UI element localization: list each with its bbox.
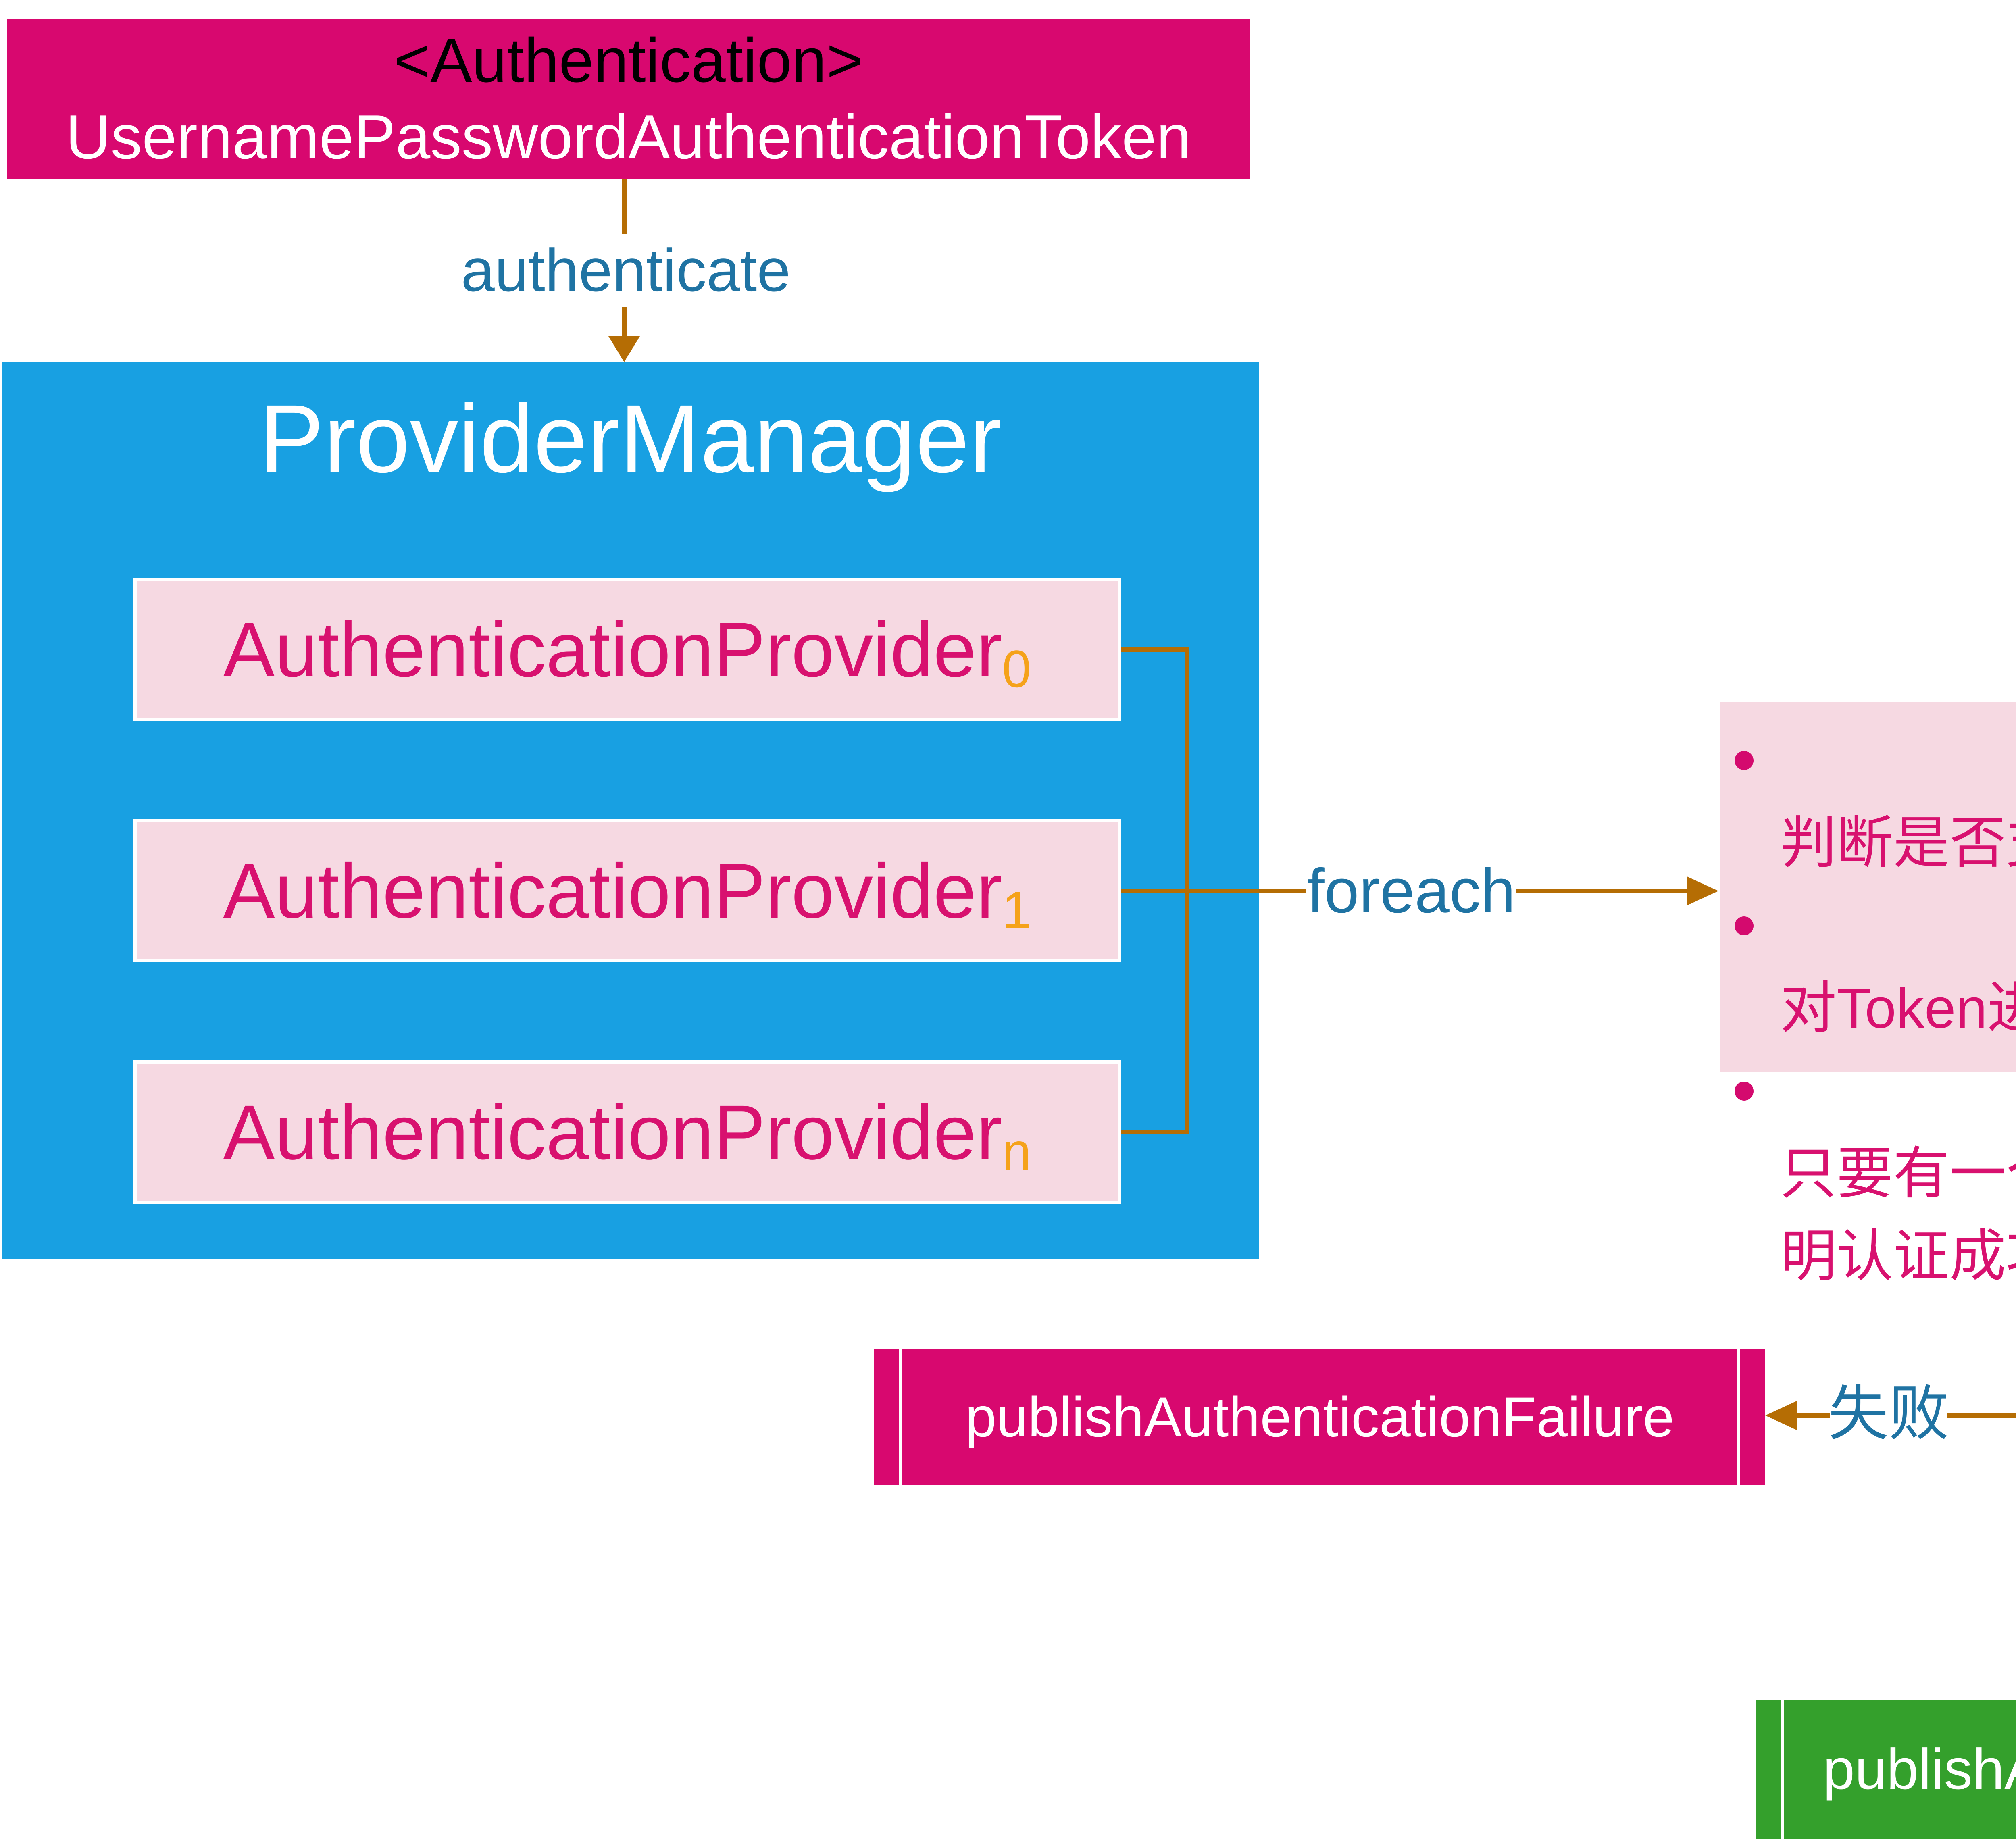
provider-subscript-label: 0: [1002, 639, 1031, 698]
arrowhead-down-icon: [608, 336, 640, 362]
authentication-token-box: <Authentication> UsernamePasswordAuthent…: [7, 19, 1250, 179]
failure-box-label: publishAuthenticationFailure: [965, 1385, 1674, 1449]
token-stereotype-label: <Authentication>: [394, 25, 863, 95]
provider-subscript-label: 1: [1002, 880, 1031, 939]
arrowhead-right-icon: [1687, 876, 1718, 905]
process-stripe: [1781, 1700, 1784, 1839]
token-class-name-label: UsernamePasswordAuthenticationToken: [65, 102, 1191, 172]
publish-authentication-failure-box: publishAuthenticationFailure: [874, 1349, 1765, 1485]
providern-connector-line: [1121, 1130, 1189, 1134]
provider1-connector-line: [1121, 889, 1306, 893]
provider-notes-box: 判断是否支持该Token类型 对Token进行认证 只要有一个Provider认…: [1720, 702, 2016, 1288]
authenticate-edge-line-lower: [622, 307, 627, 336]
provider-name-label: AuthenticationProvider: [223, 606, 1002, 693]
bullet-icon: [1735, 751, 1754, 770]
process-stripe: [899, 1349, 902, 1485]
failure-edge-label: 失败: [1828, 1380, 1949, 1447]
note-item: 对Token进行认证: [1720, 884, 2016, 1049]
provider-subscript-label: n: [1002, 1122, 1031, 1181]
publish-authentication-success-box: publishAuthenticationSuccess: [1756, 1700, 2016, 1839]
provider-manager-title: ProviderManager: [259, 385, 1002, 493]
provider-name-label: AuthenticationProvider: [223, 1089, 1002, 1176]
note-text: 只要有一个Provider认证通过就表 明认证成功了: [1780, 1142, 2016, 1288]
authenticate-edge-line-upper: [622, 179, 627, 234]
note-item: 只要有一个Provider认证通过就表 明认证成功了: [1720, 1049, 2016, 1297]
bullet-icon: [1735, 1082, 1754, 1101]
bullet-icon: [1735, 916, 1754, 935]
providers-bracket-line: [1185, 647, 1189, 1134]
foreach-edge-line: [1516, 889, 1687, 893]
arrowhead-left-icon: [1765, 1401, 1797, 1430]
provider0-connector-line: [1121, 647, 1189, 652]
authenticate-edge-label: authenticate: [461, 236, 791, 304]
success-box-label: publishAuthenticationSuccess: [1823, 1737, 2016, 1801]
provider-name-label: AuthenticationProvider: [223, 847, 1002, 934]
note-item: 判断是否支持该Token类型: [1720, 719, 2016, 884]
note-text: 对Token进行认证: [1780, 976, 2016, 1040]
process-stripe: [1737, 1349, 1740, 1485]
foreach-edge-label: foreach: [1307, 856, 1516, 926]
note-text: 判断是否支持该Token类型: [1780, 811, 2016, 874]
failure-edge-line-right: [1947, 1413, 2016, 1418]
failure-edge-line-left: [1797, 1413, 1830, 1418]
